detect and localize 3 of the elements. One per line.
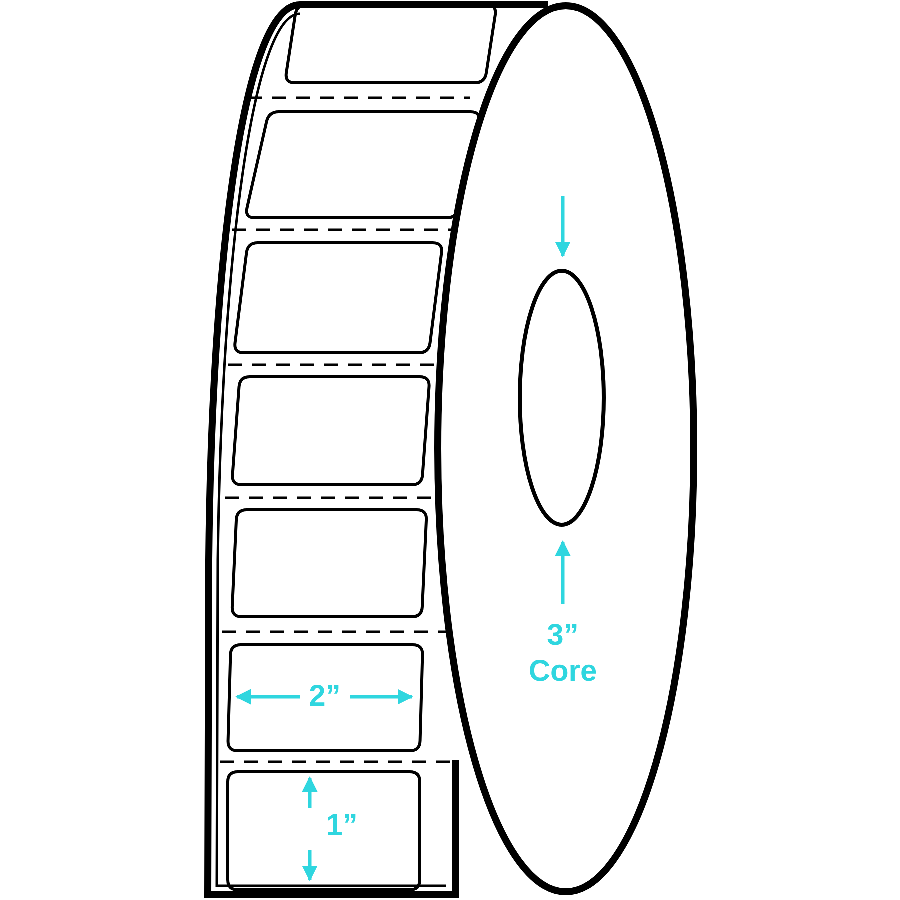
dimension-label: 3” Core (528, 618, 598, 690)
dimension-label: 1” (325, 808, 359, 844)
dimension-label: 2” (308, 679, 342, 715)
